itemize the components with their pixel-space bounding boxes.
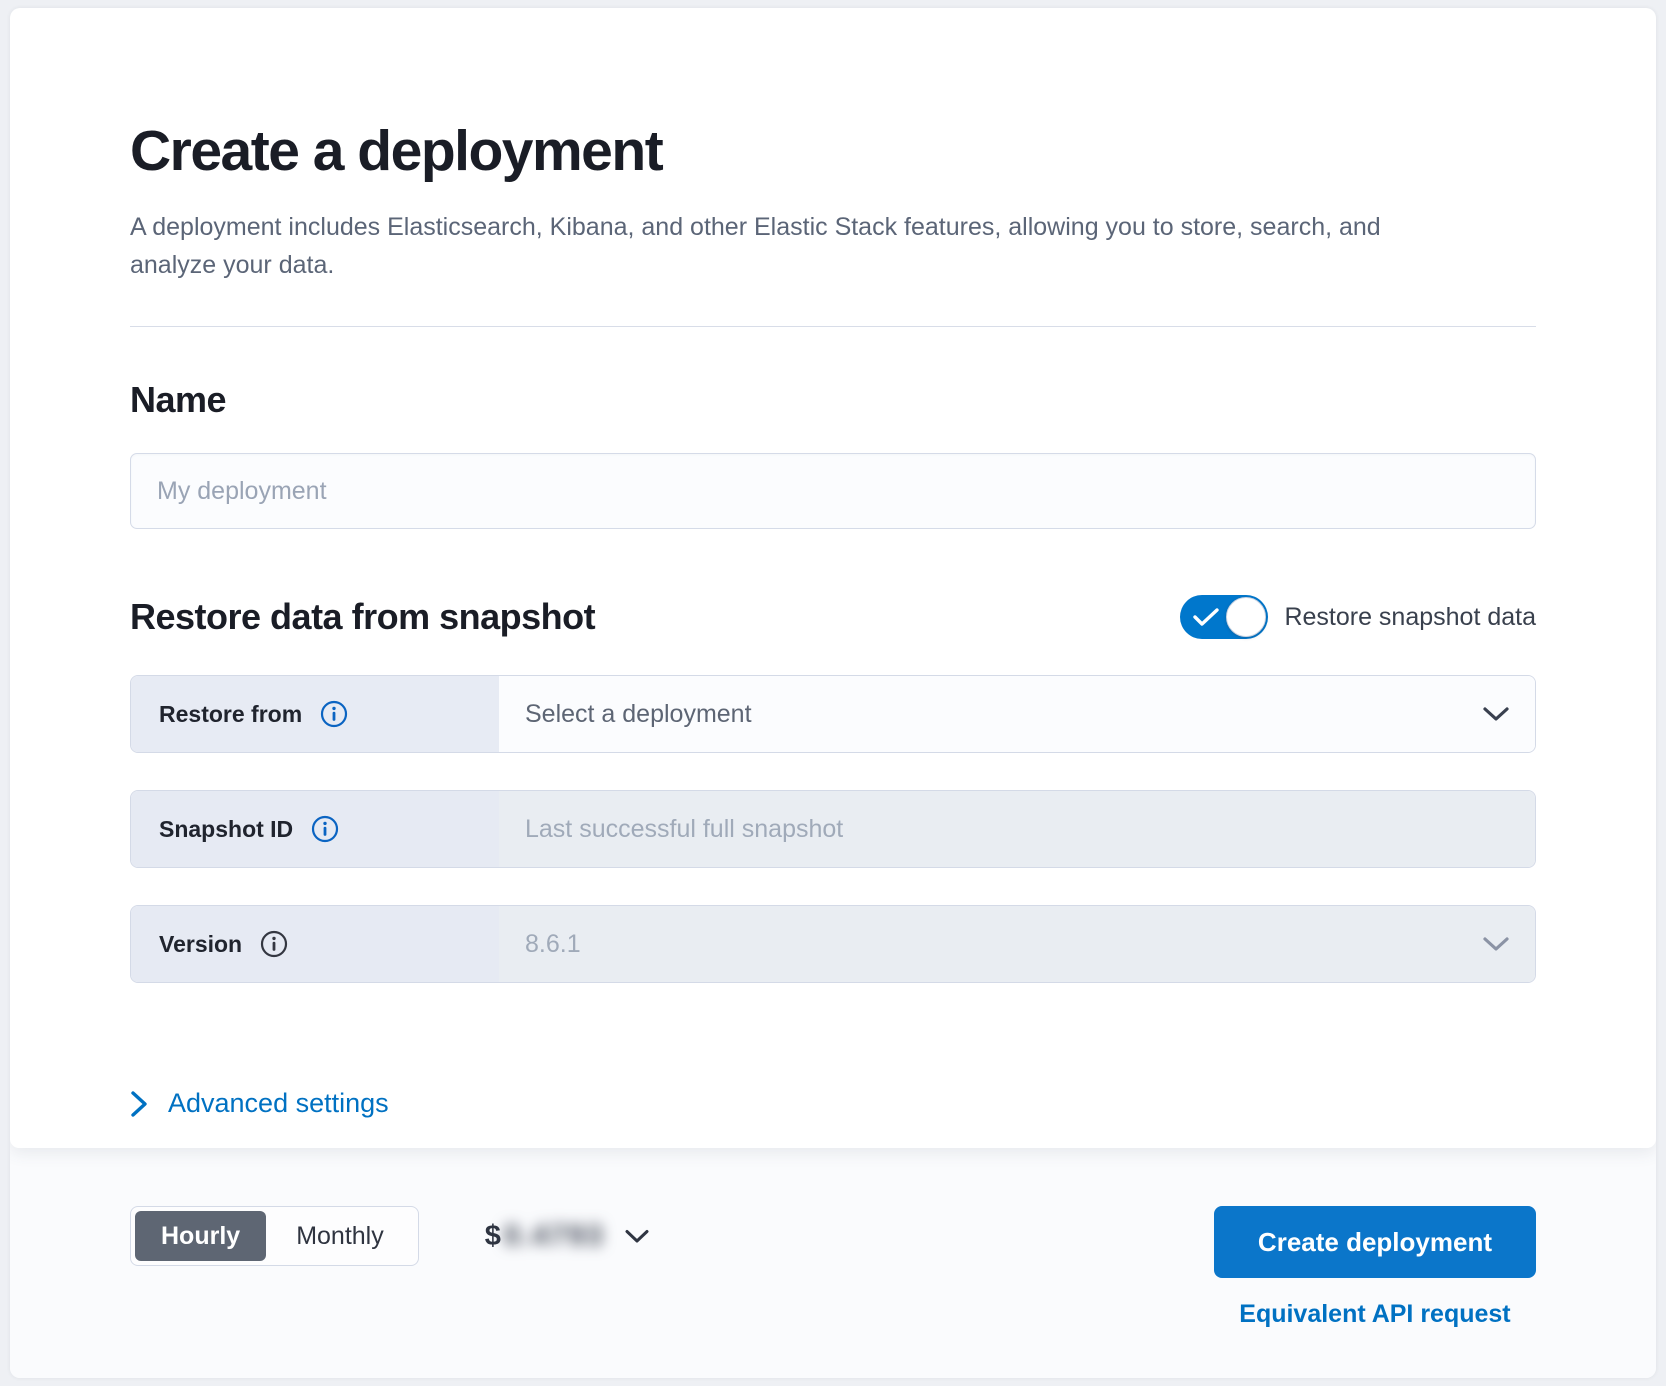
info-icon[interactable] (260, 930, 288, 958)
toggle-knob (1226, 597, 1267, 637)
snapshot-id-label: Snapshot ID (159, 815, 294, 842)
create-deployment-button[interactable]: Create deployment (1213, 1206, 1536, 1278)
chevron-right-icon (130, 1090, 148, 1118)
page-subtitle: A deployment includes Elasticsearch, Kib… (130, 213, 1381, 279)
snapshot-section-header: Restore data from snapshot Restore snaps… (130, 595, 1536, 639)
billing-monthly-button[interactable]: Monthly (296, 1221, 384, 1250)
version-label-cell: Version (131, 906, 499, 982)
equivalent-api-request-link[interactable]: Equivalent API request (1239, 1300, 1511, 1328)
version-label: Version (159, 930, 243, 957)
page-title: Create a deployment (130, 119, 664, 183)
check-icon (1193, 607, 1220, 627)
restore-from-label-cell: Restore from (131, 676, 499, 752)
name-section-heading: Name (130, 379, 227, 420)
version-row: Version 8.6.1 (130, 905, 1536, 983)
section-divider (130, 326, 1536, 327)
billing-interval-toggle: Hourly Monthly (130, 1206, 419, 1266)
restore-from-select[interactable]: Select a deployment (499, 676, 1535, 752)
version-select-value: 8.6.1 (525, 929, 581, 958)
main-panel: Create a deployment A deployment include… (10, 8, 1656, 1148)
snapshot-id-placeholder: Last successful full snapshot (525, 814, 844, 843)
info-icon[interactable] (311, 815, 339, 843)
restore-snapshot-toggle-label: Restore snapshot data (1284, 602, 1536, 631)
bottom-bar: Hourly Monthly $ 0.4793 Create deploymen… (10, 1148, 1656, 1378)
chevron-down-icon (1483, 706, 1509, 722)
version-select: 8.6.1 (499, 906, 1535, 982)
snapshot-id-input: Last successful full snapshot (499, 791, 1535, 867)
billing-hourly-button[interactable]: Hourly (135, 1211, 267, 1261)
info-icon[interactable] (320, 700, 348, 728)
deployment-name-input[interactable] (130, 453, 1536, 529)
create-deployment-page: Create a deployment A deployment include… (10, 8, 1656, 1378)
restore-from-label: Restore from (159, 700, 303, 727)
advanced-settings-label: Advanced settings (168, 1088, 389, 1118)
restore-from-select-value: Select a deployment (525, 699, 752, 728)
price-currency: $ (484, 1219, 501, 1252)
snapshot-id-label-cell: Snapshot ID (131, 791, 499, 867)
chevron-down-icon[interactable] (625, 1229, 649, 1244)
restore-snapshot-toggle-group: Restore snapshot data (1180, 595, 1536, 639)
price-amount-blurred: 0.4793 (503, 1219, 605, 1252)
advanced-settings-link[interactable]: Advanced settings (130, 1088, 389, 1119)
cta-column: Create deployment Equivalent API request (1213, 1206, 1536, 1329)
snapshot-id-row: Snapshot ID Last successful full snapsho… (130, 790, 1536, 868)
price-display[interactable]: $ 0.4793 (485, 1206, 649, 1266)
restore-snapshot-toggle[interactable] (1180, 595, 1269, 639)
chevron-down-icon (1483, 936, 1509, 952)
snapshot-form-rows: Restore from Select a deployment Snapsho… (130, 675, 1536, 983)
snapshot-section-heading: Restore data from snapshot (130, 596, 596, 637)
restore-from-row: Restore from Select a deployment (130, 675, 1536, 753)
